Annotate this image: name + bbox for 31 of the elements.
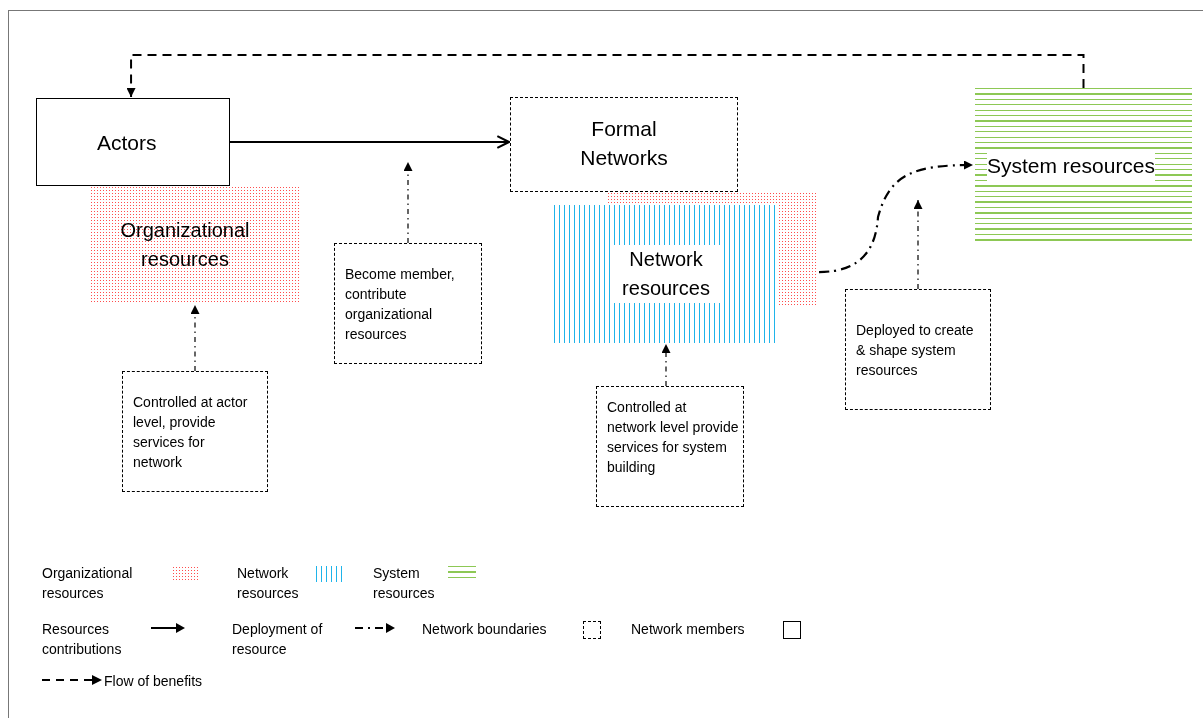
legend-label: Network boundaries	[422, 620, 548, 639]
box-label: Formal Networks	[579, 116, 669, 171]
note-box	[334, 243, 482, 364]
legend-label: Resources contributions	[42, 620, 123, 659]
dashed-arrow	[913, 199, 923, 290]
box-label: Network resources	[611, 245, 721, 303]
note-box	[845, 289, 991, 410]
stacked-resource-box	[554, 192, 818, 343]
dashed-arrow	[126, 54, 1085, 98]
box-label: Deployed to create & shape system resources	[856, 321, 975, 380]
box-label: Become member, contribute organizational resources	[345, 265, 456, 344]
legend-label: Network members	[631, 620, 746, 639]
legend-label: Organizational resources	[42, 564, 134, 603]
box-label: Controlled at actor level, provide services for network	[133, 393, 249, 472]
dashed-arrow	[190, 304, 200, 372]
box-label: System resources	[987, 150, 1156, 182]
note-box	[122, 371, 268, 492]
box-label: Controlled at network level provide services for system building	[607, 398, 739, 477]
boundary-box	[510, 97, 738, 192]
box-label: Organizational resources	[120, 218, 250, 272]
legend-label: Flow of benefits	[104, 672, 204, 691]
arrow	[229, 135, 511, 149]
legend-label: Deployment of resource	[232, 620, 324, 659]
note-box	[596, 386, 744, 507]
dashed-arrow	[403, 161, 413, 244]
dashed-arrow	[661, 343, 671, 387]
legend-label: System resources	[373, 564, 436, 603]
legend-label: Network resources	[237, 564, 300, 603]
member-box	[36, 98, 230, 186]
box-label: Actors	[97, 130, 157, 156]
dashed-arrow	[818, 160, 973, 274]
